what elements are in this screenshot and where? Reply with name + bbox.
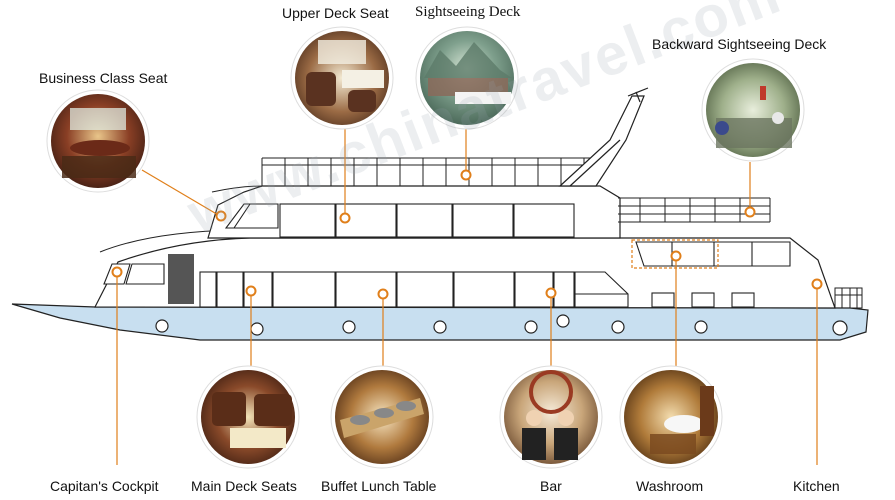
leader-lines bbox=[116, 126, 818, 465]
marker-kitchen bbox=[811, 278, 823, 290]
marker-buffet bbox=[377, 288, 389, 300]
mast bbox=[558, 87, 649, 187]
cockpit-windows bbox=[103, 263, 165, 285]
photo-washroom bbox=[619, 365, 723, 469]
marker-sightseeing bbox=[460, 169, 472, 181]
photo-upper-deck bbox=[290, 26, 394, 130]
photo-business-class bbox=[46, 89, 150, 193]
label-cockpit: Capitan's Cockpit bbox=[50, 478, 159, 494]
marker-backward bbox=[744, 206, 756, 218]
label-kitchen: Kitchen bbox=[793, 478, 840, 494]
location-markers bbox=[111, 169, 823, 300]
photo-bar bbox=[499, 365, 603, 469]
label-sightseeing-deck: Sightseeing Deck bbox=[415, 4, 521, 20]
washroom-highlight bbox=[631, 239, 719, 269]
marker-bar bbox=[545, 287, 557, 299]
label-backward-deck: Backward Sightseeing Deck bbox=[652, 36, 827, 52]
label-buffet: Buffet Lunch Table bbox=[321, 478, 437, 494]
photo-sightseeing-deck bbox=[415, 26, 519, 130]
portholes bbox=[155, 314, 848, 336]
marker-upper-deck bbox=[339, 212, 351, 224]
label-business-class: Business Class Seat bbox=[39, 70, 168, 86]
marker-cockpit bbox=[111, 266, 123, 278]
photo-buffet bbox=[330, 365, 434, 469]
marker-washroom bbox=[670, 250, 682, 262]
photo-main-deck bbox=[196, 365, 300, 469]
upper-railing bbox=[261, 157, 600, 187]
main-deck-windows bbox=[199, 271, 755, 308]
label-upper-deck: Upper Deck Seat bbox=[282, 5, 389, 21]
photo-backward-deck bbox=[701, 58, 805, 162]
label-bar: Bar bbox=[540, 478, 562, 494]
rear-railing bbox=[618, 197, 771, 223]
stern-railing bbox=[834, 287, 863, 309]
label-washroom: Washroom bbox=[636, 478, 704, 494]
marker-main-deck bbox=[245, 285, 257, 297]
rear-upper-windows bbox=[635, 241, 791, 267]
cockpit-block bbox=[168, 254, 194, 304]
label-main-deck: Main Deck Seats bbox=[191, 478, 297, 494]
marker-business bbox=[215, 210, 227, 222]
